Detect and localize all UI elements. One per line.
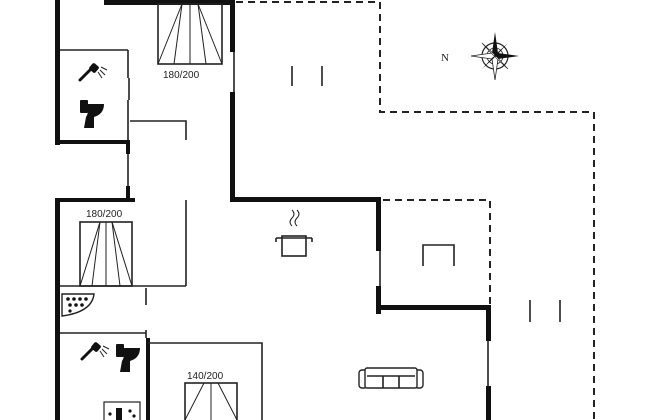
compass-rose-icon (470, 32, 519, 81)
north-label: N (441, 52, 449, 64)
terrace-furniture (291, 66, 561, 322)
interior-walls (60, 49, 489, 420)
shower-icon (78, 63, 108, 82)
terrace-outlines (236, 1, 595, 420)
whirlpool-icon (61, 293, 95, 317)
table-mark (422, 244, 455, 266)
toilet-icon (80, 100, 104, 128)
toilet-icon-lower (116, 344, 140, 372)
bed-left (79, 221, 133, 287)
bed-bottom (184, 382, 238, 420)
sauna-icon (103, 401, 141, 420)
shower-icon-lower (80, 342, 110, 361)
sofa-icon (358, 367, 424, 389)
bed-size-label-top: 180/200 (163, 70, 200, 81)
bed-size-label-left: 180/200 (86, 209, 123, 220)
cooking-pot-icon (275, 209, 313, 257)
exterior-walls (55, 0, 491, 420)
bed-size-label-bottom: 140/200 (187, 371, 224, 382)
bed-top (157, 3, 223, 65)
